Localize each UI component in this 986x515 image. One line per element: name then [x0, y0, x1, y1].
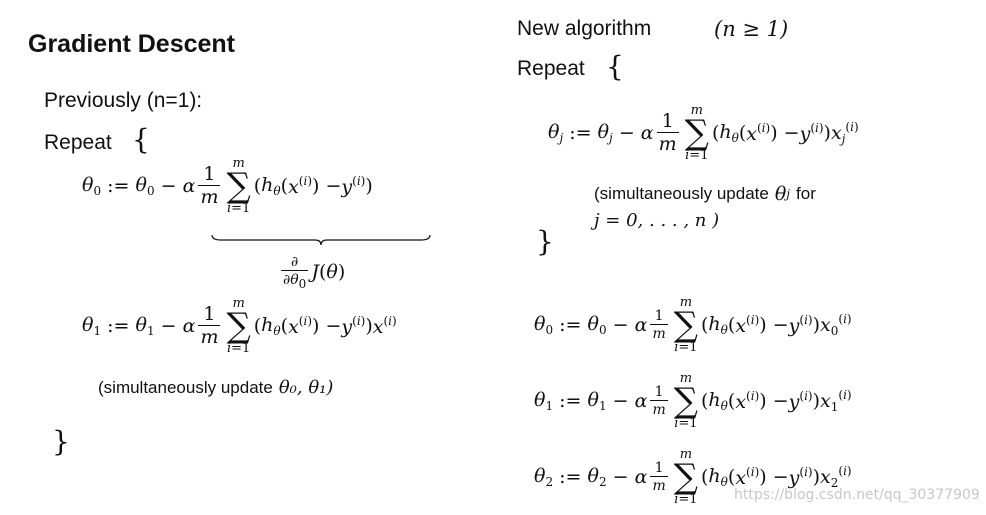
right-title: New algorithm — [517, 17, 652, 40]
left-close-brace: } — [52, 425, 70, 458]
left-title: Gradient Descent — [28, 30, 236, 58]
watermark: https://blog.csdn.net/qq_30377909 — [734, 487, 980, 503]
left-simul-text: (simultaneously update — [98, 378, 273, 397]
left-repeat-label: Repeat — [44, 131, 112, 154]
right-open-brace: { — [606, 50, 624, 83]
partial-derivative-label: ∂∂θ0 J(θ) — [281, 254, 346, 291]
right-simul-var: θ — [774, 182, 787, 205]
previously-label: Previously (n=1): — [44, 89, 203, 112]
left-open-brace: { — [132, 123, 150, 156]
left-simultaneous-note: (simultaneously update θ₀, θ₁) — [98, 378, 333, 398]
right-repeat-label: Repeat — [517, 57, 585, 80]
right-close-brace: } — [536, 225, 554, 258]
right-condition: (n ≥ 1) — [714, 17, 789, 41]
right-simul-for: for — [796, 184, 816, 203]
right-simul-text: (simultaneously update — [594, 184, 769, 203]
left-simul-vars: θ₀, θ₁) — [278, 377, 334, 398]
right-simultaneous-note-line2: j = 0, . . . , n ) — [594, 210, 720, 231]
right-simul-var-sub: j — [786, 187, 791, 201]
underbrace — [211, 234, 431, 246]
